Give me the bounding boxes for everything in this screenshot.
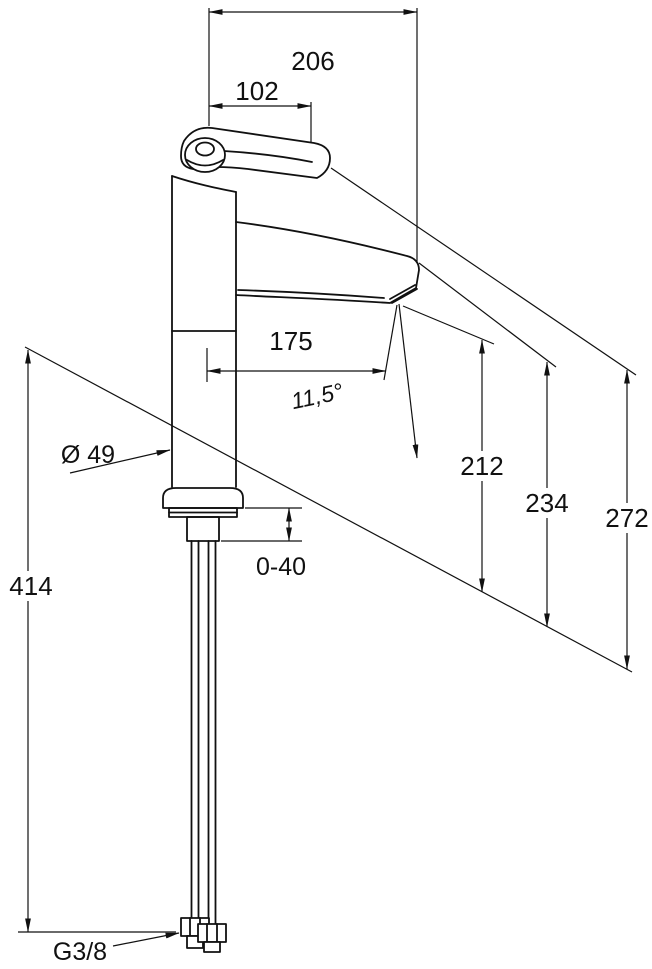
- ext-lever-to-272: [330, 167, 637, 376]
- cap-rim: [186, 159, 224, 167]
- connector-nut-right: [197, 923, 227, 943]
- dim-label-206: 206: [291, 46, 334, 76]
- ext-deck-reference-diagonal: [24, 346, 633, 673]
- label-bg-234: [524, 488, 570, 518]
- connector-tail-right: [203, 941, 221, 953]
- connector-nut-right-facets: [206, 923, 218, 943]
- leader-thread: [112, 932, 180, 947]
- base-flange: [162, 487, 244, 509]
- aerator-lines: [389, 284, 418, 304]
- dim-label-175: 175: [269, 326, 312, 356]
- leader-diameter: [69, 449, 171, 474]
- ext-outlet-to-175: [383, 304, 398, 381]
- spout-inner-line: [237, 289, 385, 299]
- faucet-outline: [162, 126, 420, 953]
- dimension-labels: 206 102 175 11,5° Ø 49 212 234 272 0-40 …: [8, 46, 650, 966]
- dim-label-diameter: Ø 49: [61, 441, 115, 469]
- dim-label-thread: G3/8: [53, 938, 107, 966]
- dim-label-272: 272: [605, 503, 648, 533]
- body-neck: [171, 175, 237, 193]
- stream-angle-arrow: [398, 303, 419, 459]
- supply-hoses: [190, 540, 217, 925]
- lever-inner-line: [223, 150, 313, 163]
- label-bg-272: [604, 503, 650, 533]
- label-bg-212: [459, 451, 505, 481]
- dim-label-0-40: 0-40: [256, 553, 306, 581]
- dim-label-102: 102: [235, 76, 278, 106]
- ext-tip-to-234: [418, 262, 557, 368]
- extension-lines: [18, 8, 637, 933]
- dim-label-angle: 11,5°: [289, 378, 346, 414]
- dim-label-234: 234: [525, 488, 568, 518]
- cap-inner: [195, 141, 215, 157]
- dim-label-414: 414: [9, 571, 52, 601]
- shank: [186, 516, 220, 542]
- label-bg-414: [8, 571, 54, 601]
- dim-label-212: 212: [460, 451, 503, 481]
- ext-outlet-to-212: [402, 305, 495, 345]
